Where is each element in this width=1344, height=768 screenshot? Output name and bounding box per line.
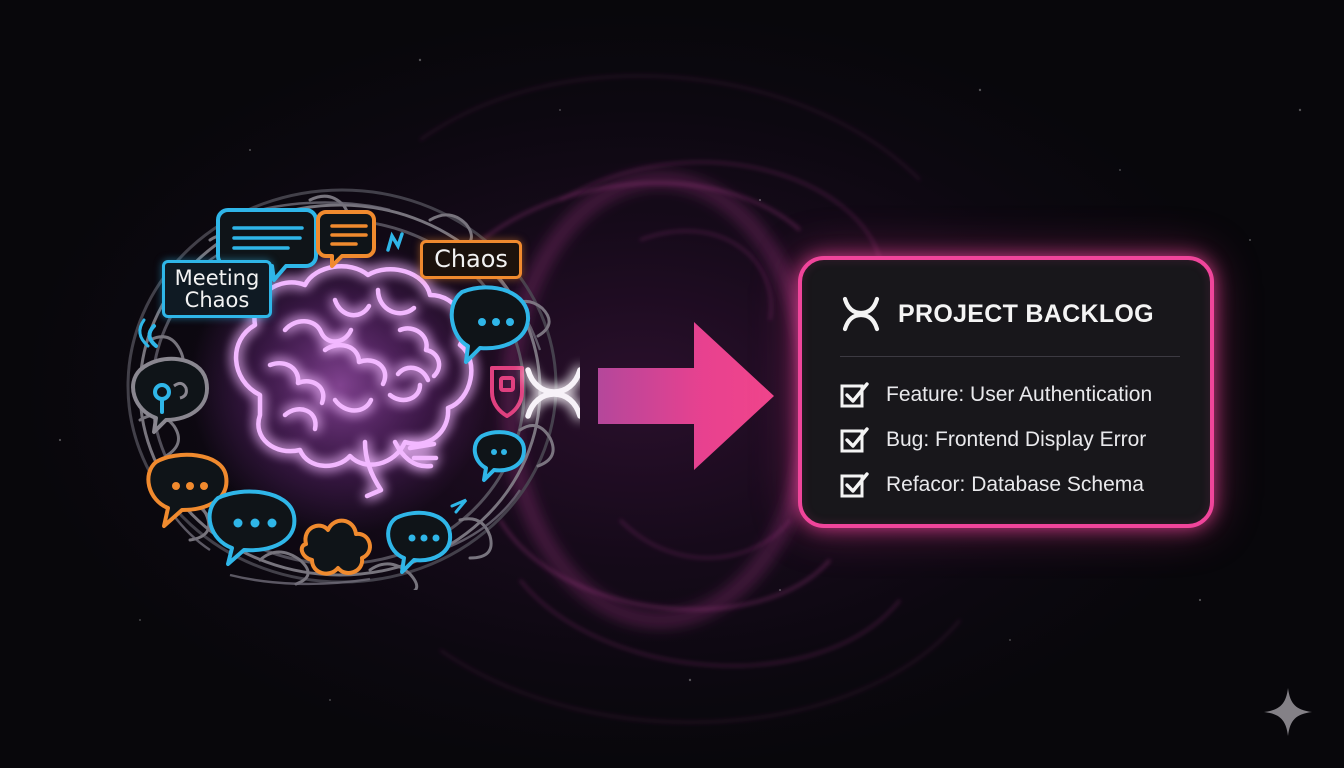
shield-icon xyxy=(490,366,524,418)
checkbox-icon[interactable] xyxy=(840,380,870,410)
arrow-right-icon xyxy=(598,322,774,470)
backlog-title: PROJECT BACKLOG xyxy=(898,299,1154,328)
meeting-chaos-label: Meeting Chaos xyxy=(162,260,272,319)
backlog-item[interactable]: Feature: User Authentication xyxy=(840,380,1152,410)
backlog-item-label: Refacor: Database Schema xyxy=(886,473,1144,496)
chaos-label: Chaos xyxy=(420,240,522,280)
project-backlog-panel: PROJECT BACKLOG Feature: User Authentica… xyxy=(798,256,1214,528)
backlog-item[interactable]: Bug: Frontend Display Error xyxy=(840,425,1146,455)
logo-icon xyxy=(525,367,580,419)
backlog-item-label: Bug: Frontend Display Error xyxy=(886,428,1147,451)
backlog-item[interactable]: Refacor: Database Schema xyxy=(840,470,1144,500)
divider xyxy=(840,356,1180,357)
logo-icon xyxy=(842,296,880,332)
sparkle-icon xyxy=(1264,688,1312,736)
checkbox-icon[interactable] xyxy=(840,470,870,500)
checkbox-icon[interactable] xyxy=(840,425,870,455)
backlog-item-label: Feature: User Authentication xyxy=(886,383,1153,406)
backlog-header: PROJECT BACKLOG xyxy=(842,296,1154,332)
